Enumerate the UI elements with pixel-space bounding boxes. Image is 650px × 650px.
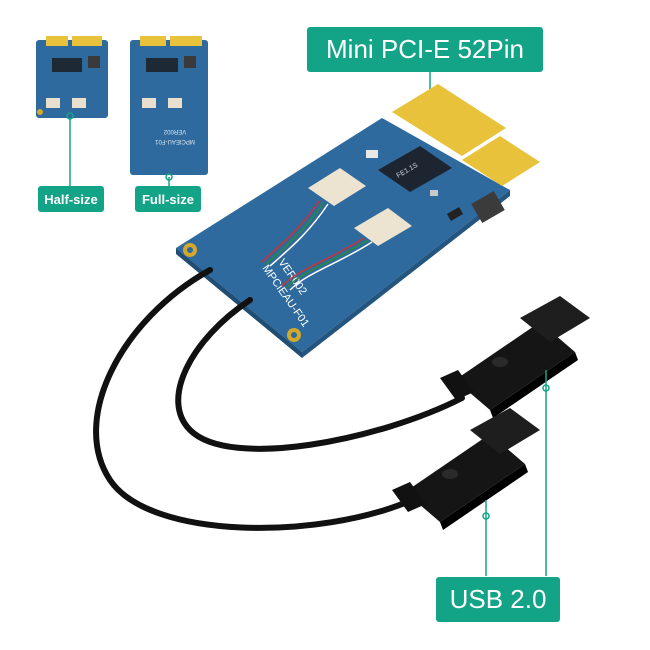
connector-wires xyxy=(261,199,373,291)
mini-pcie-label: Mini PCI-E 52Pin xyxy=(307,27,543,72)
half-size-label: Half-size xyxy=(38,186,104,212)
usb-cables xyxy=(93,267,465,531)
full-size-label: Full-size xyxy=(135,186,201,212)
usb-label: USB 2.0 xyxy=(436,577,560,622)
main-pcb: MPCIEAU-F01 VER002 FE1.1S xyxy=(176,84,540,358)
usb-connector-lower xyxy=(392,408,540,576)
full-card-model-text: MPCIEAU-F01 xyxy=(155,138,195,144)
full-size-card-thumbnail: MPCIEAU-F01 VER002 xyxy=(130,36,208,186)
usb-connector-upper xyxy=(440,296,590,576)
full-card-version-text: VER002 xyxy=(163,128,186,134)
half-size-card-thumbnail xyxy=(36,36,108,186)
